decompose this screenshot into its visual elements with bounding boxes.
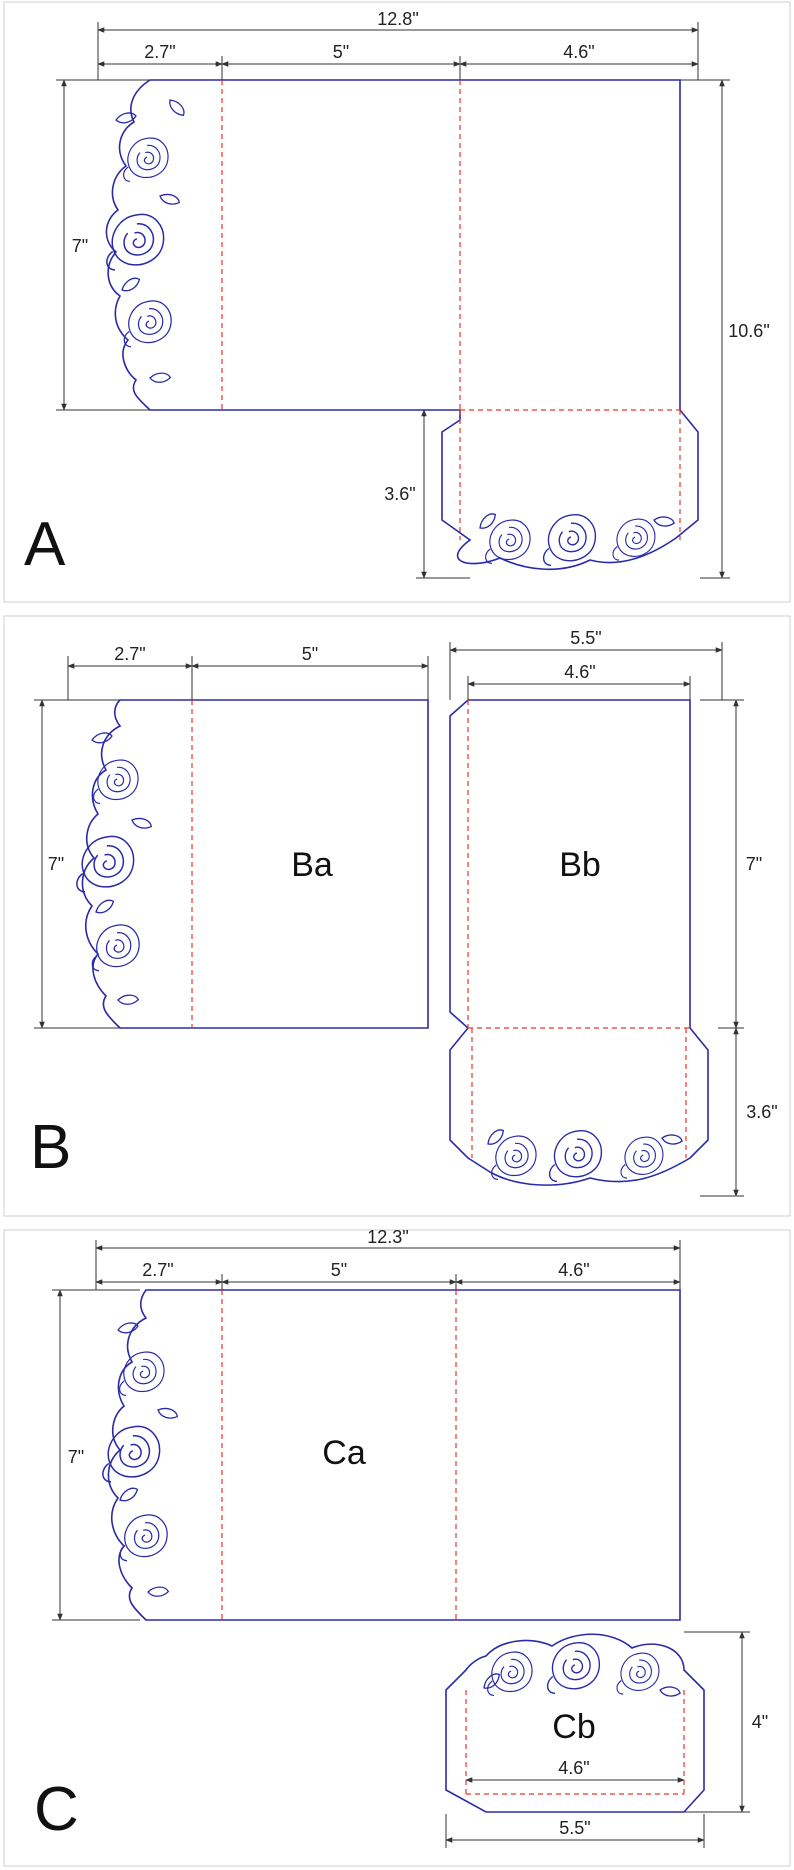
dim-c-right: 4.6" bbox=[558, 1260, 589, 1280]
section-a-frame bbox=[3, 1, 791, 603]
dim-a-middle: 5" bbox=[333, 42, 349, 62]
dim-b-height-left: 7" bbox=[48, 854, 64, 874]
dim-a-right: 4.6" bbox=[563, 42, 594, 62]
rose-motif-ca bbox=[102, 1322, 180, 1599]
dim-a-total-width: 12.8" bbox=[377, 9, 418, 29]
section-c-letter: C bbox=[34, 1775, 79, 1844]
rose-motif-ba bbox=[76, 732, 154, 1007]
section-c-label-ca: Ca bbox=[322, 1434, 366, 1472]
dim-b-middle: 5" bbox=[302, 644, 318, 664]
section-c: C 12.3" 2.7" 5" 4.6" 7" Ca 4" bbox=[3, 1227, 791, 1867]
section-b-bb-outline bbox=[449, 699, 709, 1186]
dim-c-middle: 5" bbox=[331, 1260, 347, 1280]
dim-b-inner-width: 4.6" bbox=[564, 662, 595, 682]
rose-motif-a-pocket bbox=[475, 511, 676, 566]
section-b-ba-outline bbox=[81, 699, 429, 1029]
dim-c-total-width: 12.3" bbox=[367, 1227, 408, 1247]
section-c-frame bbox=[3, 1229, 791, 1867]
section-a-letter: A bbox=[24, 510, 66, 579]
dim-b-pocket: 3.6" bbox=[746, 1102, 777, 1122]
dim-c-height: 7" bbox=[68, 1447, 84, 1467]
rose-motif-bb-pocket bbox=[483, 1127, 684, 1182]
dim-a-height: 7" bbox=[72, 236, 88, 256]
dim-b-height-right: 7" bbox=[746, 854, 762, 874]
section-a-cut-outline bbox=[105, 79, 699, 571]
section-c-cb-outline bbox=[445, 1633, 705, 1813]
dim-c-pocket-outer: 5.5" bbox=[559, 1818, 590, 1838]
section-b-letter: B bbox=[30, 1113, 71, 1182]
dim-c-pocket-inner: 4.6" bbox=[558, 1758, 589, 1778]
dim-b-outer-width: 5.5" bbox=[570, 628, 601, 648]
dim-c-pocket-height: 4" bbox=[752, 1712, 768, 1732]
rose-motif-a-left bbox=[106, 95, 187, 385]
dim-a-pocket: 3.6" bbox=[384, 484, 415, 504]
section-b-label-bb: Bb bbox=[559, 846, 601, 884]
dim-a-total-height: 10.6" bbox=[728, 321, 769, 341]
dim-a-left-flap: 2.7" bbox=[144, 42, 175, 62]
section-b-label-ba: Ba bbox=[291, 846, 333, 884]
section-b-frame bbox=[3, 615, 791, 1217]
dim-b-left-flap: 2.7" bbox=[114, 644, 145, 664]
section-a: A 12.8" 2.7" 5" 4.6" 7" 10.6" 3.6" bbox=[3, 1, 791, 603]
rose-motif-cb bbox=[479, 1641, 682, 1701]
dim-c-left-flap: 2.7" bbox=[142, 1260, 173, 1280]
section-c-ca-outline bbox=[107, 1289, 681, 1621]
section-b: B 2.7" 5" 5.5" 4.6" 7" 7" 3.6" bbox=[3, 615, 791, 1217]
section-c-label-cb: Cb bbox=[552, 1708, 595, 1746]
